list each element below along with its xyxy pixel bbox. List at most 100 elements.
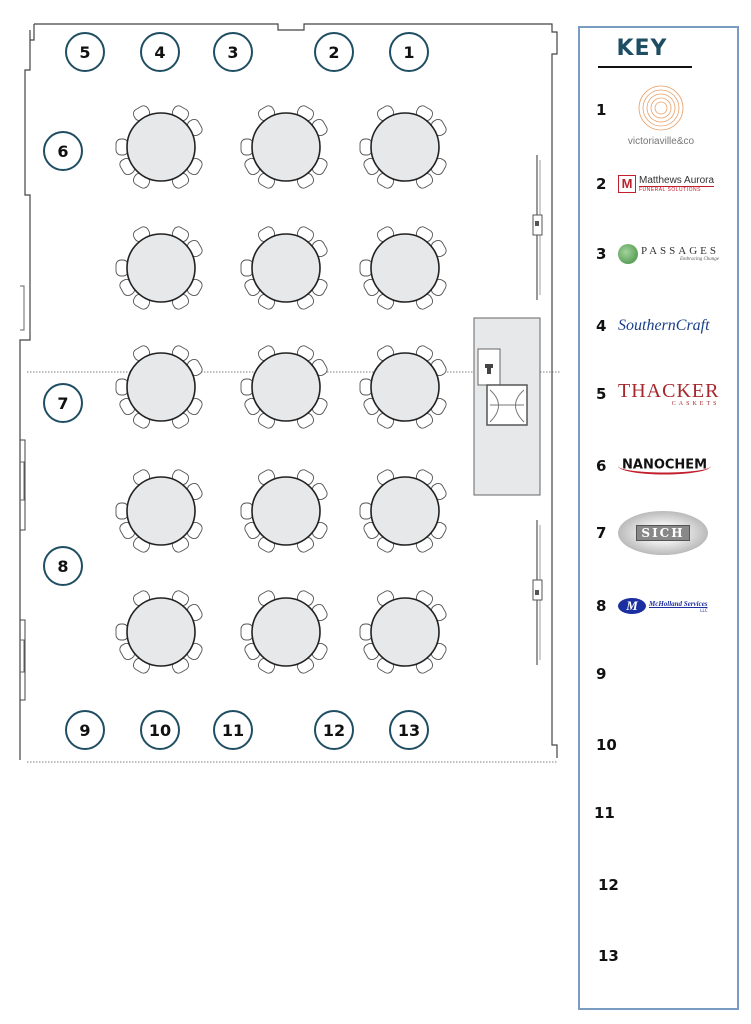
key-entry: 9 (580, 644, 737, 704)
key-entry: 12 (580, 855, 737, 915)
victoriaville-logo-text: victoriaville&co (627, 136, 695, 147)
table-top (251, 476, 321, 546)
key-panel: KEY 1 victoriaville&co 2 M Matthews Auro… (578, 26, 739, 1010)
table-top (251, 352, 321, 422)
victoriaville-rings-icon (638, 85, 684, 131)
table-top (126, 352, 196, 422)
booth-marker[interactable]: 1 (389, 32, 429, 72)
booth-marker[interactable]: 7 (43, 383, 83, 423)
booth-marker[interactable]: 12 (314, 710, 354, 750)
table-top (251, 597, 321, 667)
key-entry-number: 12 (598, 876, 619, 894)
key-entry-number: 6 (596, 457, 607, 475)
booth-marker[interactable]: 5 (65, 32, 105, 72)
nanochem-logo-text: NANOCHEM (622, 457, 708, 473)
booth-marker[interactable]: 11 (213, 710, 253, 750)
key-entry-number: 2 (596, 175, 607, 193)
sich-logo: SICH (618, 511, 708, 555)
table-top (370, 352, 440, 422)
round-table (240, 590, 328, 674)
round-table (115, 469, 203, 553)
matthews-logo-text: Matthews Aurora (639, 174, 715, 186)
key-entry: 8 M McHolland Services LLC (580, 576, 737, 636)
passages-logo-subtext: Embracing Change (679, 257, 720, 262)
key-entry: 11 (580, 783, 737, 843)
round-table (359, 469, 447, 553)
key-title-underline (598, 66, 692, 68)
table-top (370, 233, 440, 303)
thacker-logo-text: THACKER (618, 380, 720, 402)
round-table (115, 226, 203, 310)
key-entry-number: 10 (596, 736, 617, 754)
chair (115, 259, 129, 277)
southerncraft-logo-text: SouthernCraft (618, 317, 710, 334)
table-top (370, 597, 440, 667)
key-entry: 10 (580, 715, 737, 775)
key-entry-number: 3 (596, 245, 607, 263)
round-table (240, 345, 328, 429)
round-table (240, 469, 328, 553)
table-top (251, 112, 321, 182)
booth-marker[interactable]: 8 (43, 546, 83, 586)
matthews-logo-subtext: FUNERAL SOLUTIONS (639, 185, 715, 193)
key-entry: 3 PASSAGES Embracing Change (580, 224, 737, 284)
round-table (240, 105, 328, 189)
table-top (370, 476, 440, 546)
table-top (251, 233, 321, 303)
key-title: KEY (616, 36, 668, 61)
chair (240, 138, 254, 156)
mcholland-logo: M McHolland Services LLC (618, 598, 708, 614)
floor-wall (19, 23, 558, 760)
sich-logo-text: SICH (636, 525, 690, 541)
key-entry-number: 7 (596, 524, 607, 542)
booth-marker[interactable]: 6 (43, 131, 83, 171)
key-entry-number: 8 (596, 597, 607, 615)
booth-marker[interactable]: 2 (314, 32, 354, 72)
table-top (126, 233, 196, 303)
left-wall-notches (20, 285, 25, 673)
table-top (370, 112, 440, 182)
table-top (126, 112, 196, 182)
floor-wall (19, 380, 26, 701)
booth-marker[interactable]: 9 (65, 710, 105, 750)
southerncraft-logo: SouthernCraft (618, 317, 710, 335)
partition-screen (532, 520, 543, 665)
key-entry: 1 victoriaville&co (580, 80, 737, 147)
chair (240, 623, 254, 641)
chair (240, 259, 254, 277)
round-table (115, 590, 203, 674)
key-entry: 4 SouthernCraft (580, 296, 737, 356)
matthews-m-icon: M (618, 175, 636, 193)
round-table (359, 226, 447, 310)
round-table (359, 105, 447, 189)
thacker-logo: THACKER CASKETS (618, 381, 719, 407)
nanochem-logo: NANOCHEM (618, 457, 712, 475)
mcholland-logo-subtext: LLC (700, 607, 708, 613)
round-table (359, 590, 447, 674)
key-entry-number: 1 (596, 101, 607, 119)
passages-leaf-icon (618, 244, 638, 264)
booth-marker[interactable]: 13 (389, 710, 429, 750)
victoriaville-logo: victoriaville&co (618, 84, 704, 147)
chair (240, 502, 254, 520)
chair (115, 378, 129, 396)
chair (115, 502, 129, 520)
booth-marker[interactable]: 3 (213, 32, 253, 72)
booth-marker[interactable]: 4 (140, 32, 180, 72)
tables-layer (115, 105, 447, 674)
booth-marker[interactable]: 10 (140, 710, 180, 750)
floor-plan (19, 23, 560, 763)
key-entry: 6 NANOCHEM (580, 436, 737, 496)
key-entry-number: 13 (598, 947, 619, 965)
key-entry-number: 9 (596, 665, 607, 683)
round-table (115, 105, 203, 189)
key-entry: 13 (580, 926, 737, 986)
key-entry: 2 M Matthews Aurora FUNERAL SOLUTIONS (580, 154, 737, 214)
round-table (115, 345, 203, 429)
key-entry: 7 SICH (580, 503, 737, 563)
chair (240, 378, 254, 396)
round-table (359, 345, 447, 429)
podium-icon (485, 364, 493, 374)
chair (115, 138, 129, 156)
key-entry-number: 4 (596, 317, 607, 335)
